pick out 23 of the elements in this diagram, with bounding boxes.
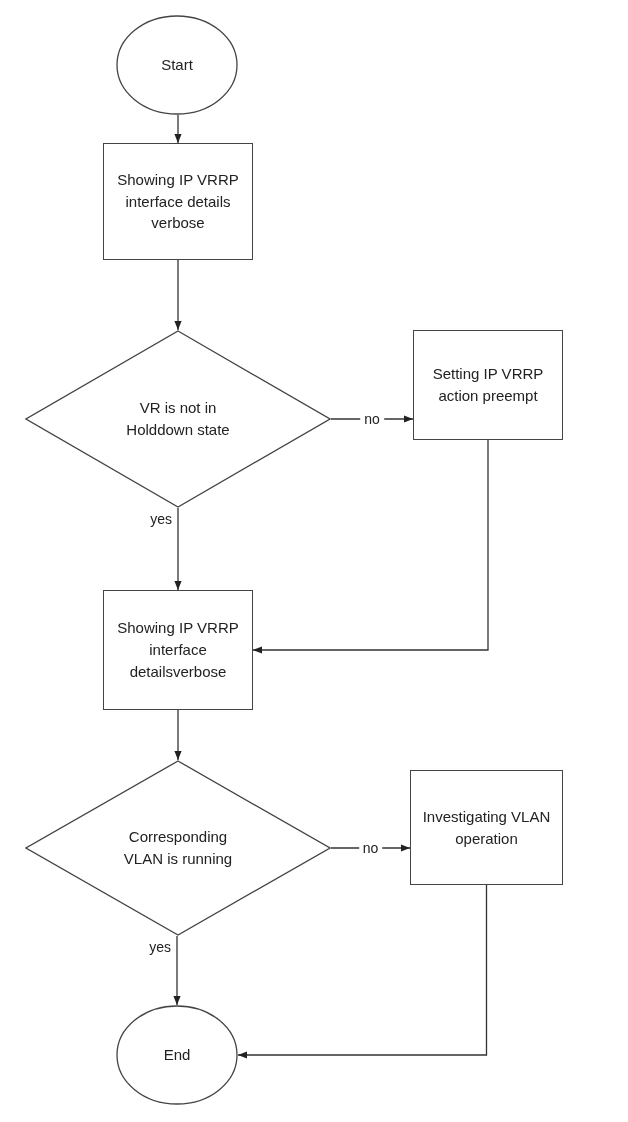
node-text: End [163, 1045, 191, 1066]
arrow [237, 884, 488, 1059]
arrow [174, 114, 182, 144]
arrow [173, 935, 181, 1006]
terminal-ellipse [116, 1005, 238, 1105]
node-text: Setting IP VRRP action preempt [431, 364, 545, 406]
process-box [103, 590, 253, 710]
arrow [174, 259, 182, 331]
arrow [174, 709, 182, 761]
terminal-ellipse [116, 15, 238, 115]
decision-diamond [25, 330, 331, 508]
node-text: Showing IP VRRP interface details verbose [116, 169, 240, 234]
process-box [413, 330, 563, 440]
node-text: Start [161, 55, 193, 76]
arrow [174, 507, 182, 591]
process-box [103, 143, 253, 260]
decision-diamond [25, 760, 331, 936]
node-text: VR is not in Holddown state [125, 398, 231, 440]
node-text: Corresponding VLAN is running [122, 827, 234, 869]
arrow [252, 439, 489, 654]
process-box [410, 770, 563, 885]
node-text: Showing IP VRRP interface detailsverbose [116, 618, 240, 682]
node-text: Investigating VLAN operation [421, 806, 552, 849]
